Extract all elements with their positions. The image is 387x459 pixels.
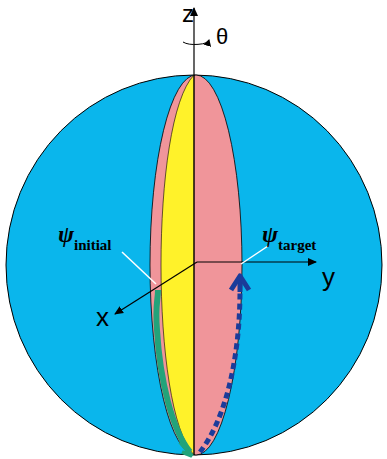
leader-line — [122, 252, 156, 284]
y-axis — [197, 261, 316, 262]
axis-label: x — [96, 304, 109, 330]
axis-label: y — [322, 264, 335, 290]
state-symbol: ψ — [262, 222, 278, 246]
z-axis — [193, 8, 194, 455]
rotation-arrow — [183, 40, 209, 44]
leader-line — [241, 246, 268, 264]
initial-path — [156, 290, 190, 452]
target-path — [200, 290, 240, 452]
state-subscript: target — [278, 238, 316, 253]
state-symbol: ψ — [58, 222, 74, 246]
angle-label: θ — [216, 26, 228, 48]
great-circle — [150, 75, 242, 455]
initial-arrowhead — [180, 442, 192, 456]
target-arrowhead — [231, 276, 249, 290]
axis-label: z — [182, 2, 194, 26]
state-subscript: initial — [74, 238, 112, 253]
